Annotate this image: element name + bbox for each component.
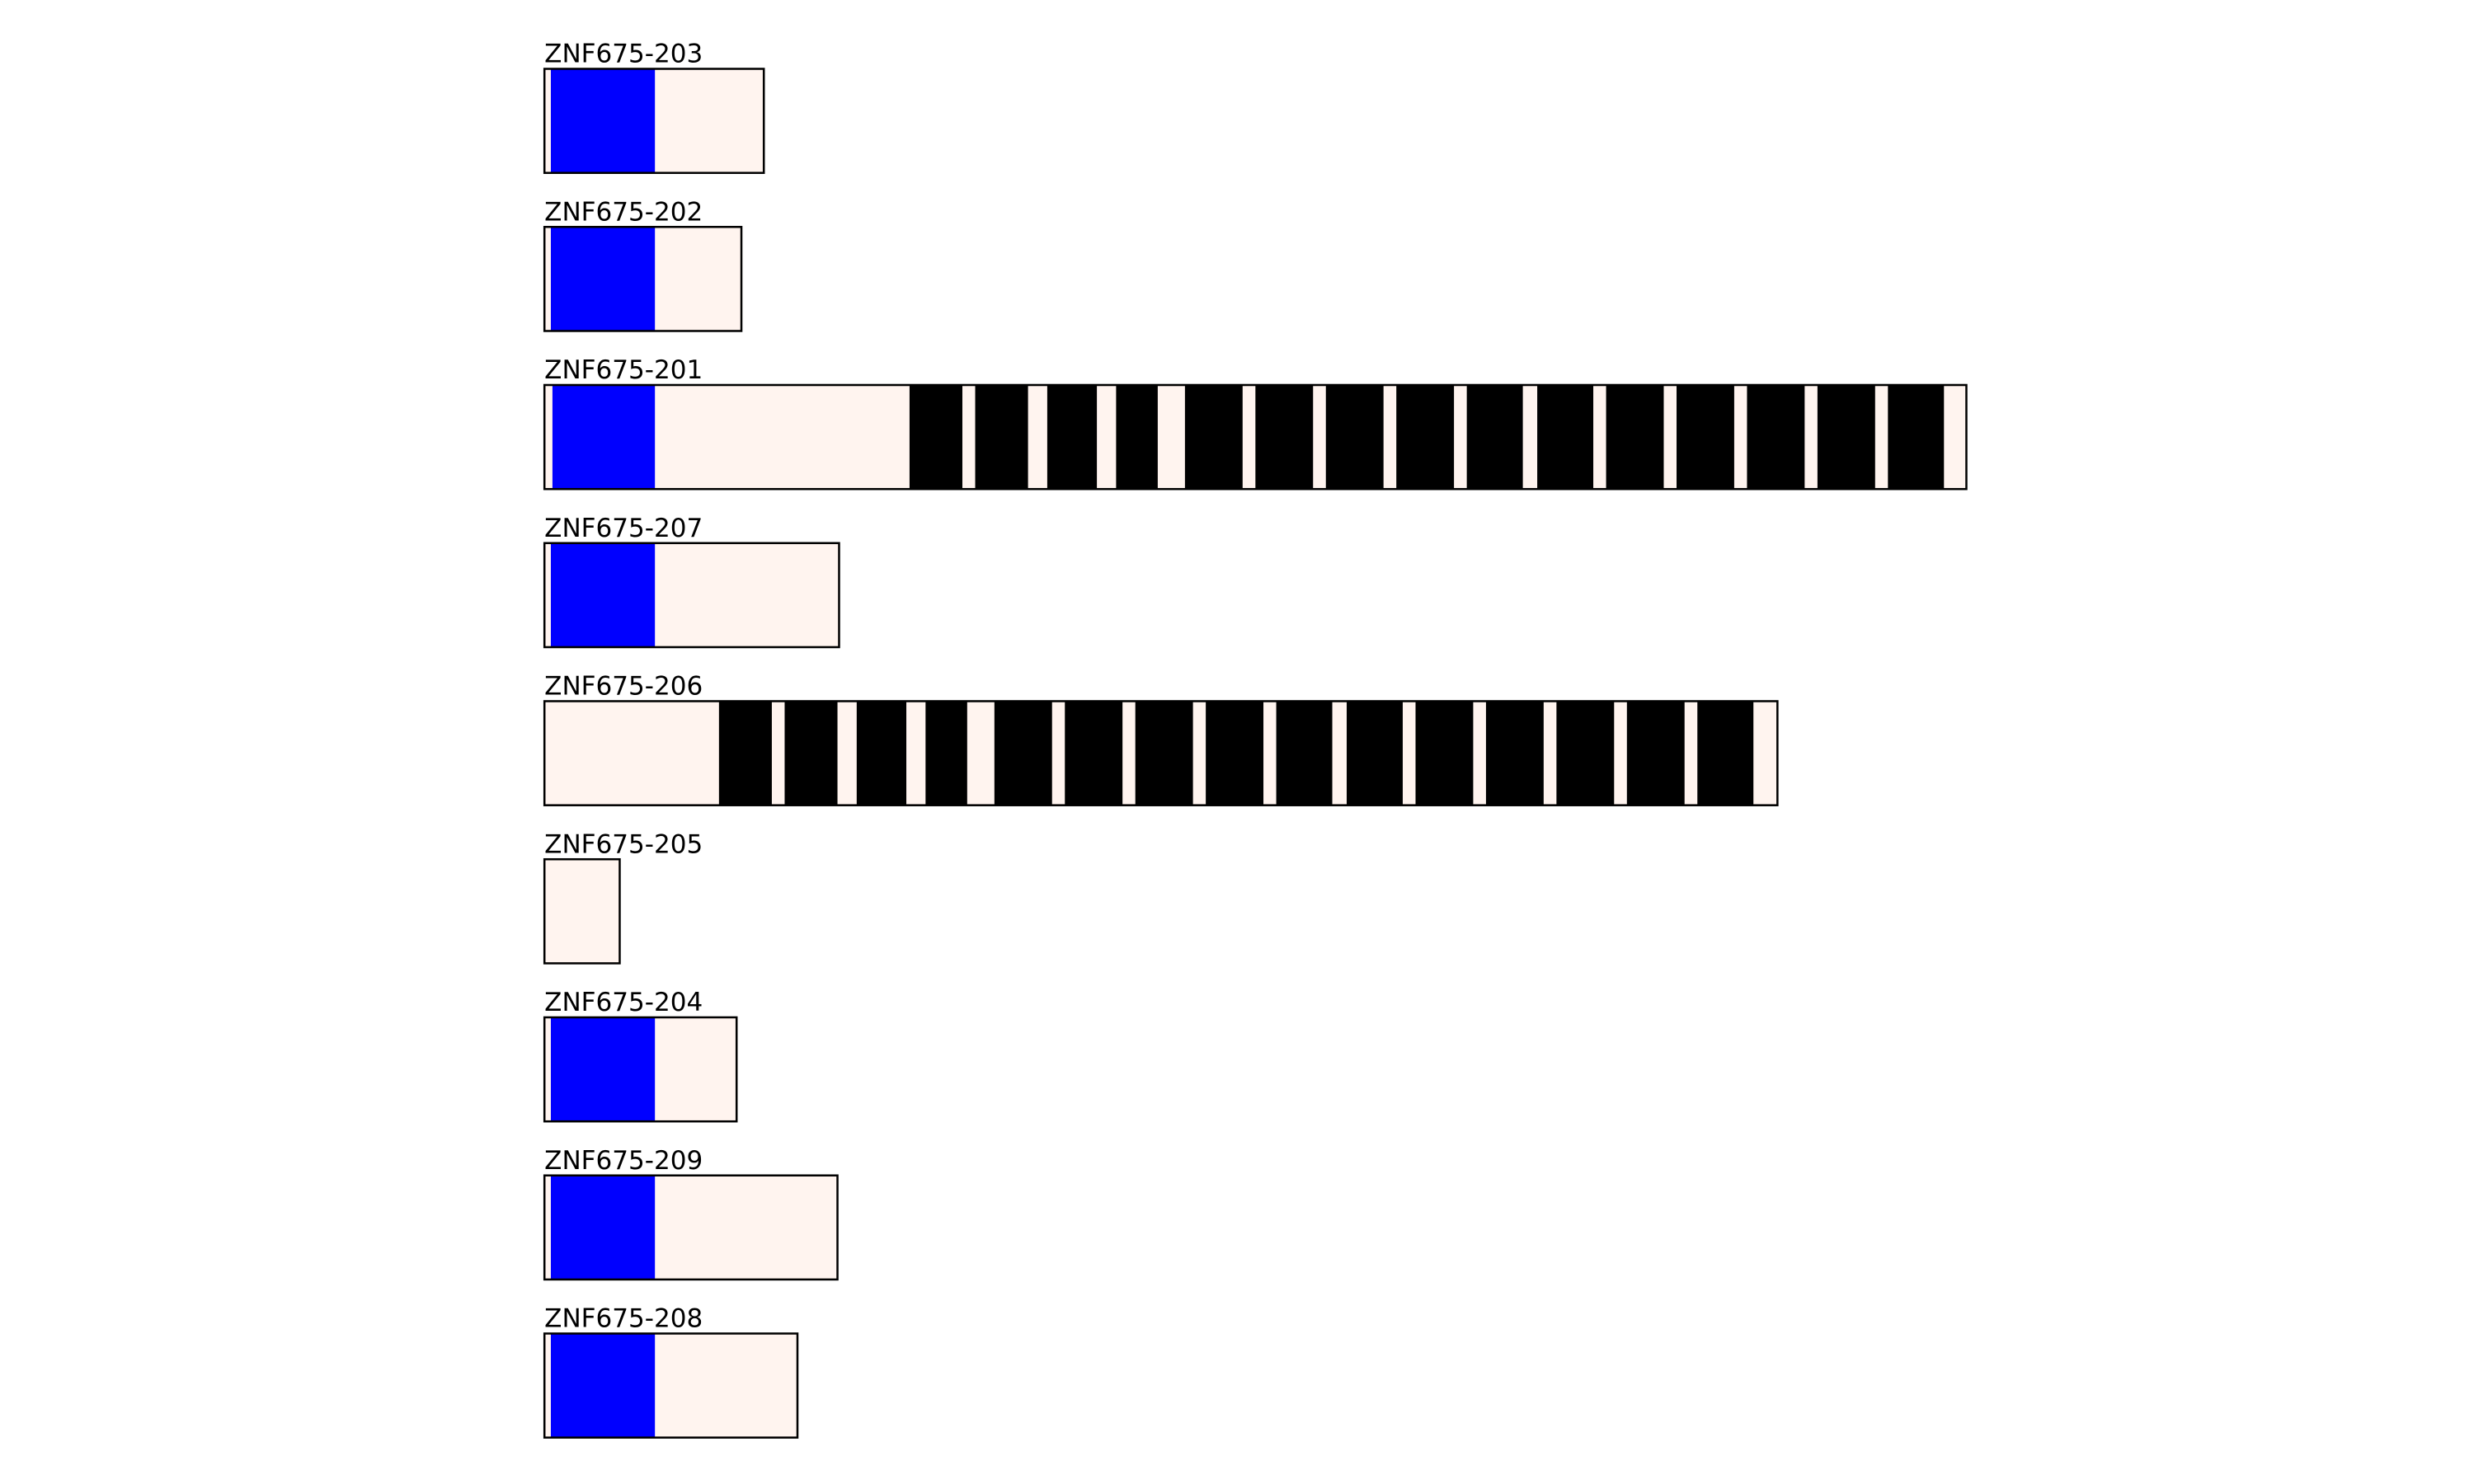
- transcript-label: ZNF675-201: [544, 355, 703, 385]
- black-repeat-segment: [1747, 384, 1805, 490]
- blue-feature-segment: [550, 68, 656, 173]
- black-repeat-segment: [1206, 701, 1264, 805]
- black-repeat-segment: [1817, 384, 1875, 490]
- transcript-label: ZNF675-203: [544, 40, 703, 69]
- transcript-outline: [543, 700, 1779, 806]
- black-repeat-segment: [1396, 384, 1455, 490]
- transcript-outline: [543, 1016, 738, 1123]
- black-repeat-segment: [1047, 384, 1098, 490]
- black-repeat-segment: [1466, 384, 1523, 490]
- black-repeat-segment: [1184, 384, 1243, 490]
- black-repeat-segment: [1626, 701, 1685, 805]
- transcript-outline: [543, 857, 621, 965]
- black-repeat-segment: [1065, 701, 1123, 805]
- blue-feature-segment: [550, 542, 656, 647]
- black-repeat-segment: [975, 384, 1028, 490]
- black-repeat-segment: [1556, 701, 1615, 805]
- black-repeat-segment: [856, 701, 907, 805]
- transcript-label: ZNF675-209: [544, 1146, 703, 1176]
- black-repeat-segment: [1347, 701, 1403, 805]
- black-repeat-segment: [1537, 384, 1594, 490]
- black-repeat-segment: [1485, 701, 1544, 805]
- black-repeat-segment: [994, 701, 1052, 805]
- black-repeat-segment: [1606, 384, 1664, 490]
- transcript-outline: [543, 1332, 799, 1439]
- transcript-outline: [543, 225, 743, 332]
- black-repeat-segment: [1677, 384, 1734, 490]
- transcript-label: ZNF675-202: [544, 197, 703, 227]
- transcript-label: ZNF675-207: [544, 514, 703, 543]
- transcript-outline: [543, 383, 1968, 491]
- transcript-label: ZNF675-205: [544, 829, 703, 859]
- black-repeat-segment: [1697, 701, 1754, 805]
- transcript-outline: [543, 1174, 839, 1281]
- black-repeat-segment: [1135, 701, 1193, 805]
- black-repeat-segment: [909, 384, 962, 490]
- transcript-bar: [544, 859, 620, 964]
- black-repeat-segment: [1116, 384, 1158, 490]
- black-repeat-segment: [1415, 701, 1474, 805]
- blue-feature-segment: [550, 227, 656, 331]
- blue-feature-segment: [550, 1333, 656, 1438]
- black-repeat-segment: [1276, 701, 1333, 805]
- black-repeat-segment: [1325, 384, 1384, 490]
- black-repeat-segment: [784, 701, 838, 805]
- blue-feature-segment: [550, 1017, 656, 1122]
- blue-feature-segment: [552, 384, 656, 490]
- black-repeat-segment: [1888, 384, 1945, 490]
- black-repeat-segment: [718, 701, 772, 805]
- transcript-label: ZNF675-204: [544, 988, 703, 1017]
- transcript-label: ZNF675-208: [544, 1304, 703, 1334]
- black-repeat-segment: [1255, 384, 1314, 490]
- transcript-label: ZNF675-206: [544, 672, 703, 702]
- transcript-outline: [543, 68, 765, 174]
- transcript-outline: [543, 542, 840, 649]
- blue-feature-segment: [550, 1175, 656, 1280]
- black-repeat-segment: [925, 701, 967, 805]
